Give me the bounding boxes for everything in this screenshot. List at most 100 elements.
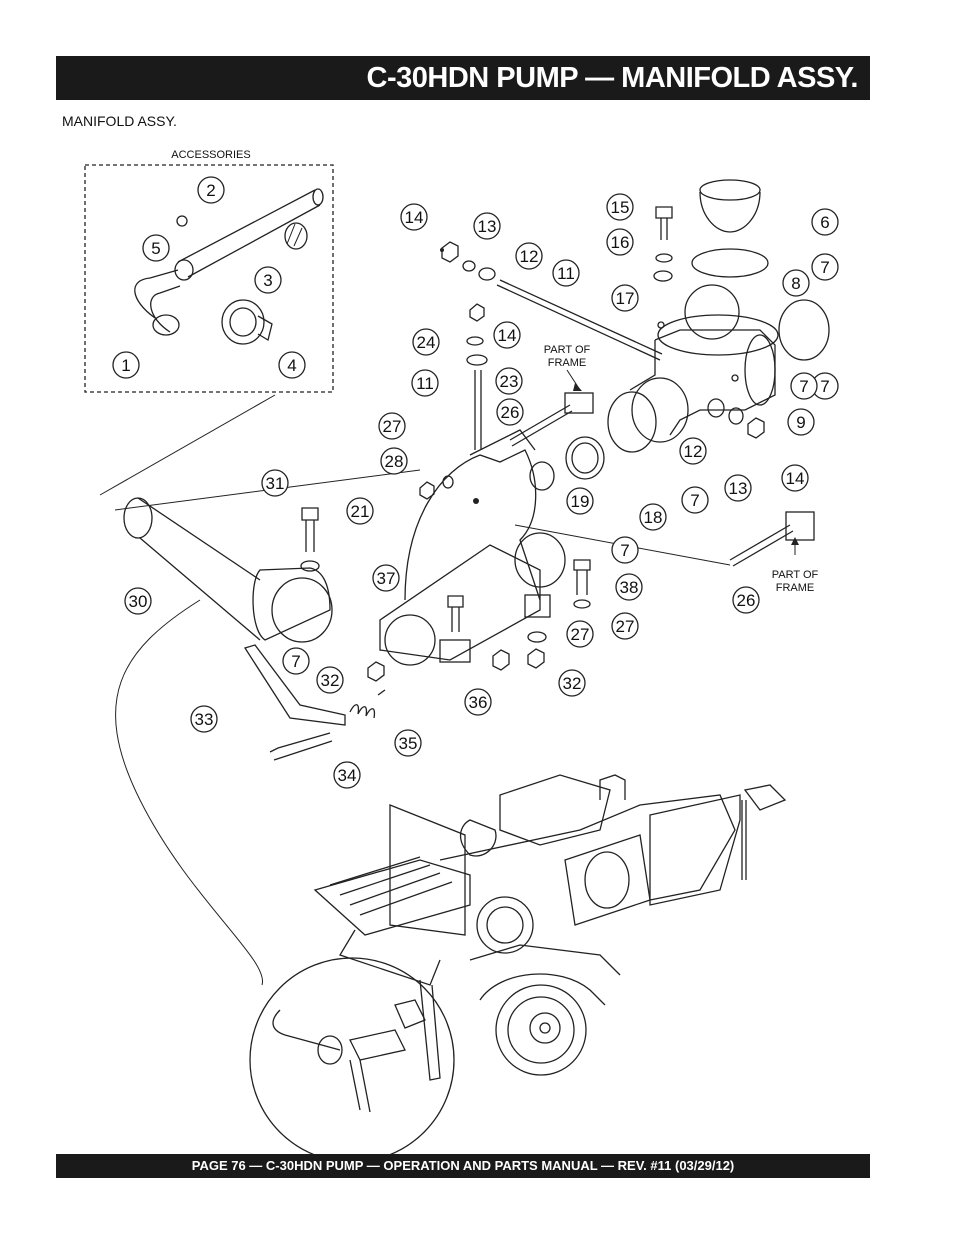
washer-27-left xyxy=(442,475,454,489)
bowl-6 xyxy=(699,179,761,233)
callout-number-27: 27 xyxy=(616,617,635,636)
gasket-8 xyxy=(684,284,740,340)
callout-number-30: 30 xyxy=(129,592,148,611)
page-title: C-30HDN PUMP — MANIFOLD ASSY. xyxy=(366,62,859,94)
callout-number-38: 38 xyxy=(620,578,639,597)
washer-13-top xyxy=(462,260,476,272)
callout-number-14: 14 xyxy=(405,208,424,227)
stud-26-left xyxy=(509,404,573,447)
callout-bubble-32 xyxy=(316,666,344,694)
callout-group: 1234567777778911111212131314141415161718… xyxy=(112,176,839,789)
accessories-box xyxy=(84,164,334,393)
callout-bubble-33 xyxy=(190,705,218,733)
callout-bubble-27 xyxy=(611,612,639,640)
callout-number-32: 32 xyxy=(321,671,340,690)
callout-number-19: 19 xyxy=(571,492,590,511)
callout-number-7: 7 xyxy=(820,258,829,277)
accessory-gasket-3 xyxy=(284,222,308,250)
footer-text: PAGE 76 — C-30HDN PUMP — OPERATION AND P… xyxy=(191,1158,735,1173)
detail-circle xyxy=(249,957,455,1163)
callout-bubble-27 xyxy=(566,620,594,648)
callout-number-11: 11 xyxy=(416,374,434,393)
washer-24 xyxy=(466,336,484,346)
rod-11-vertical xyxy=(474,370,482,450)
ring-23 xyxy=(466,354,488,366)
callout-number-27: 27 xyxy=(383,417,402,436)
callout-number-27: 27 xyxy=(571,625,590,644)
callout-number-21: 21 xyxy=(351,502,370,521)
callout-bubble-6 xyxy=(811,208,839,236)
bolt-38 xyxy=(573,559,591,595)
callout-bubble-4 xyxy=(278,351,306,379)
accessory-clamp-4 xyxy=(221,299,273,345)
callout-number-14: 14 xyxy=(786,469,805,488)
bolt-31 xyxy=(301,507,319,552)
callout-bubble-7 xyxy=(811,253,839,281)
section-subtitle: MANIFOLD ASSY. xyxy=(62,113,177,129)
callout-number-11: 11 xyxy=(557,264,575,283)
callout-bubble-18 xyxy=(639,503,667,531)
stud-26-right xyxy=(729,524,794,567)
accessory-pipe-2 xyxy=(174,188,324,281)
callout-bubble-31 xyxy=(261,469,289,497)
callout-bubble-35 xyxy=(394,729,422,757)
callout-bubble-7 xyxy=(282,647,310,675)
manifold-body-21 xyxy=(379,429,566,666)
callout-number-32: 32 xyxy=(563,674,582,693)
callout-number-12: 12 xyxy=(684,442,703,461)
gasket-19b xyxy=(529,461,555,491)
callout-number-13: 13 xyxy=(478,217,497,236)
callout-bubble-30 xyxy=(124,587,152,615)
callout-bubble-13 xyxy=(724,474,752,502)
callout-bubble-2 xyxy=(197,176,225,204)
callout-bubble-12 xyxy=(679,437,707,465)
callout-number-28: 28 xyxy=(385,452,404,471)
callout-bubble-19 xyxy=(566,487,594,515)
callout-number-15: 15 xyxy=(611,198,630,217)
callout-bubble-14 xyxy=(400,203,428,231)
callout-bubble-27 xyxy=(378,412,406,440)
callout-number-31: 31 xyxy=(266,474,285,493)
callout-number-7: 7 xyxy=(690,491,699,510)
gasket-7-top xyxy=(691,248,769,278)
callout-bubble-11 xyxy=(552,259,580,287)
callout-bubble-11 xyxy=(411,369,439,397)
callout-number-18: 18 xyxy=(644,508,663,527)
callout-bubble-1 xyxy=(112,351,140,379)
callout-bubble-36 xyxy=(464,688,492,716)
callout-number-6: 6 xyxy=(820,213,829,232)
callout-bubble-32 xyxy=(558,669,586,697)
nut-14-top xyxy=(441,241,459,263)
frame-block-right xyxy=(785,511,815,541)
callout-number-16: 16 xyxy=(611,233,630,252)
detail-leader xyxy=(115,599,263,986)
nut-14-right xyxy=(747,417,765,439)
header-bar: C-30HDN PUMP — MANIFOLD ASSY. xyxy=(56,56,870,100)
callout-bubble-24 xyxy=(412,328,440,356)
callout-number-26: 26 xyxy=(737,591,756,610)
valve-housing-9 xyxy=(629,314,779,443)
callout-bubble-12 xyxy=(515,242,543,270)
callout-bubble-34 xyxy=(333,761,361,789)
callout-bubble-7 xyxy=(611,536,639,564)
callout-number-13: 13 xyxy=(729,479,748,498)
nut-32-right xyxy=(527,648,545,669)
callout-number-14: 14 xyxy=(498,326,517,345)
callout-number-8: 8 xyxy=(791,274,800,293)
callout-bubble-13 xyxy=(473,212,501,240)
callout-bubble-3 xyxy=(254,266,282,294)
washer-27-low xyxy=(527,631,547,643)
frame-block-left xyxy=(564,392,594,414)
callout-bubble-5 xyxy=(142,234,170,262)
callout-number-3: 3 xyxy=(263,271,272,290)
nut-28 xyxy=(419,481,435,500)
nut-32-left xyxy=(367,661,385,682)
spring-35 xyxy=(349,704,376,719)
callout-number-36: 36 xyxy=(469,693,488,712)
callout-number-1: 1 xyxy=(121,356,130,375)
callout-bubble-14 xyxy=(493,321,521,349)
washer-13-right xyxy=(728,407,744,425)
gasket-7-right xyxy=(778,299,830,361)
trailer-pump-illustration xyxy=(249,774,787,1163)
